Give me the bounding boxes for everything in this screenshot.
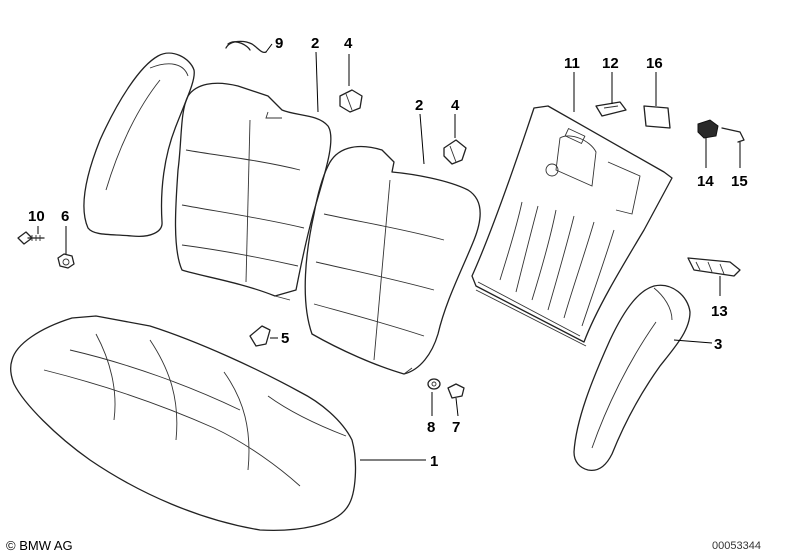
callout-4-upper: 4 [344,35,353,52]
side-bolster-left [83,52,195,238]
callout-labels: 1 2 2 3 4 4 5 6 7 8 9 10 11 12 13 14 15 … [28,35,748,470]
callout-5: 5 [281,330,289,347]
nut-6 [57,253,75,269]
copyright-notice: © BMW AG [6,538,73,553]
nut-8 [427,378,441,390]
seat-cushion [10,315,357,532]
bolt-10 [17,231,45,245]
callout-16: 16 [646,55,663,72]
pad-16 [643,105,671,129]
backrest-frame [471,105,673,347]
callout-15: 15 [731,173,748,190]
callout-7: 7 [452,419,460,436]
callout-10: 10 [28,208,45,225]
leader-lines [37,43,741,461]
clip-4-lower [443,139,467,165]
side-bolster-right [573,284,691,472]
callout-2-left: 2 [311,35,319,52]
bracket-5 [249,325,271,347]
document-number: 00053344 [712,540,761,552]
callout-12: 12 [602,55,619,72]
wire-clip-9 [225,40,267,54]
callout-6: 6 [61,208,69,225]
callout-4-lower: 4 [451,97,460,114]
callout-2-center: 2 [415,97,423,114]
hook-15 [721,127,745,143]
buckle-13 [687,257,741,277]
cap-14 [697,119,719,139]
callout-1: 1 [430,453,438,470]
clip-4-upper [339,89,363,113]
callout-13: 13 [711,303,728,320]
latch-12 [595,101,627,117]
callout-11: 11 [564,55,580,72]
backrest-center [304,145,481,375]
callout-14: 14 [697,173,714,190]
backrest-left [174,82,332,301]
bushing-7 [447,383,465,399]
callout-3: 3 [714,336,722,353]
callout-9: 9 [275,35,283,52]
callout-8: 8 [427,419,435,436]
